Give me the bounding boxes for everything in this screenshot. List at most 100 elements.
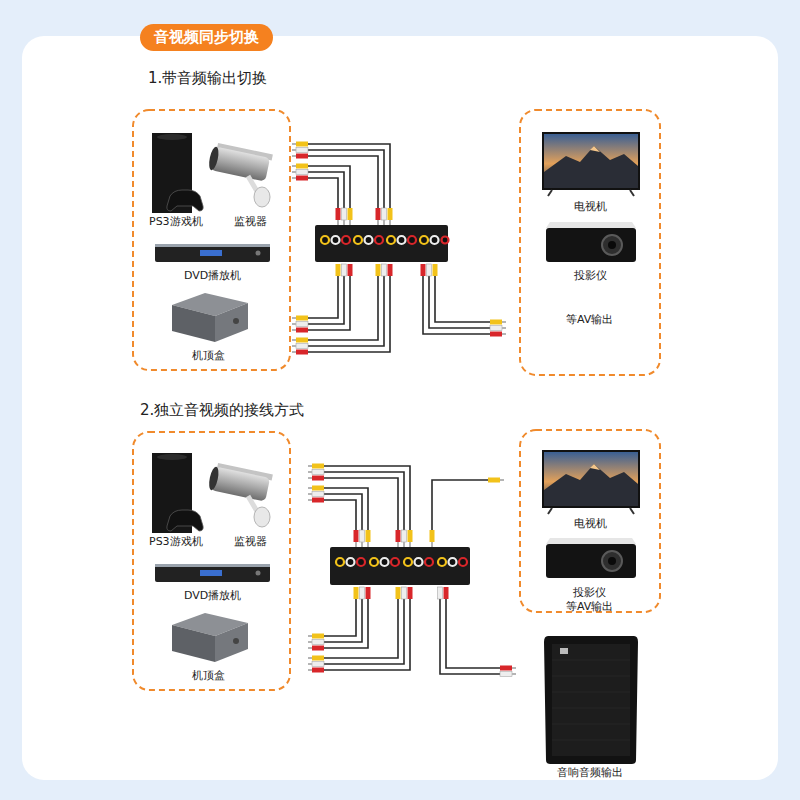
- rca-jacks: [408, 236, 416, 244]
- rca-jacks: [398, 236, 406, 244]
- dashed-group-box: [133, 432, 290, 690]
- rca-plug: [433, 264, 438, 276]
- rca-plug: [308, 465, 312, 467]
- device-name: 电视机: [574, 200, 607, 214]
- rca-plug: [367, 542, 369, 547]
- device-name: 电视机: [574, 517, 607, 531]
- rca-plug: [296, 142, 308, 147]
- av-cable: [308, 144, 390, 208]
- rca-plug: [382, 264, 387, 276]
- rca-plug: [296, 328, 308, 333]
- rca-plug: [292, 171, 296, 173]
- speaker-picture: [544, 636, 638, 764]
- av-cable: [423, 276, 490, 334]
- projector-picture: [546, 222, 636, 262]
- rca-jacks: [336, 558, 344, 566]
- rca-jacks: [415, 558, 423, 566]
- rca-plug: [312, 640, 324, 645]
- rca-plug: [292, 345, 296, 347]
- rca-jacks: [420, 236, 428, 244]
- rca-plug: [366, 530, 371, 542]
- rca-plug: [490, 326, 502, 331]
- rca-plug: [360, 587, 365, 599]
- rca-jacks: [342, 236, 350, 244]
- av-cable: [324, 466, 410, 530]
- rca-plug: [355, 479, 516, 675]
- rca-jacks: [459, 558, 467, 566]
- av-cable: [324, 488, 368, 530]
- switch-box: [315, 225, 448, 262]
- rca-plug: [502, 321, 506, 323]
- rca-plug: [312, 486, 324, 491]
- rca-plug: [296, 176, 308, 181]
- section-heading: 1.带音频输出切换: [148, 68, 267, 88]
- rca-jacks: [431, 236, 439, 244]
- rca-plug: [292, 177, 296, 179]
- rca-jacks: [381, 558, 389, 566]
- output-note: 等AV输出: [566, 313, 613, 327]
- device-label: PS3游戏机: [149, 215, 203, 229]
- device-label: 音响音频输出: [557, 766, 623, 780]
- rca-plug: [377, 220, 379, 225]
- rca-plug: [308, 465, 312, 671]
- device-label: DVD播放机: [184, 589, 241, 603]
- device-name: 等AV输出: [566, 600, 613, 614]
- rca-plug: [292, 149, 296, 151]
- rca-plug: [389, 220, 391, 225]
- av-cable: [440, 599, 500, 674]
- rca-jacks: [365, 236, 373, 244]
- rca-plug: [427, 264, 432, 276]
- rca-plug: [292, 165, 296, 167]
- rca-plug: [488, 478, 500, 483]
- rca-plug: [342, 264, 347, 276]
- tv-picture: [542, 132, 640, 196]
- rca-plug: [490, 320, 502, 325]
- rca-plug: [336, 264, 341, 276]
- rca-plug: [360, 530, 365, 542]
- rca-plug: [402, 587, 407, 599]
- device-name: 机顶盒: [192, 349, 225, 363]
- rca-plug: [388, 264, 393, 276]
- rca-plug: [296, 170, 308, 175]
- device-name: 监视器: [234, 215, 267, 229]
- rca-plug: [308, 499, 312, 501]
- rca-plug: [296, 338, 308, 343]
- rca-plug: [292, 142, 516, 677]
- rca-plug: [430, 530, 435, 542]
- rca-plug: [296, 322, 308, 327]
- rca-plug: [500, 479, 504, 481]
- speaker-picture: [552, 660, 630, 740]
- rca-plug: [308, 647, 312, 649]
- rca-jacks: [321, 236, 329, 244]
- rca-plug: [308, 669, 312, 671]
- rca-jacks: [375, 236, 383, 244]
- rca-plug: [312, 476, 324, 481]
- rca-plug: [366, 587, 371, 599]
- speaker-picture: [560, 648, 568, 654]
- rca-plug: [312, 662, 324, 667]
- device-label: DVD播放机: [184, 269, 241, 283]
- rca-jacks: [438, 558, 446, 566]
- rca-plug: [408, 530, 413, 542]
- rca-plug: [308, 477, 312, 479]
- rca-plug: [308, 635, 312, 637]
- rca-plug: [292, 323, 296, 325]
- device-name: 机顶盒: [192, 669, 225, 683]
- rca-plug: [308, 641, 312, 643]
- tv-picture: [542, 450, 640, 514]
- rca-plug: [296, 316, 308, 321]
- rca-plug: [292, 143, 296, 145]
- rca-jacks: [449, 558, 457, 566]
- rca-jacks: [370, 558, 378, 566]
- device-label: 投影仪: [574, 269, 607, 283]
- dashed-group-box: [133, 110, 660, 690]
- device-label: 电视机: [574, 517, 607, 531]
- rca-plug: [348, 264, 353, 276]
- av-cable: [324, 599, 410, 670]
- rca-plug: [349, 220, 351, 225]
- device-label: 机顶盒: [192, 669, 225, 683]
- av-cable: [308, 276, 390, 352]
- rca-plug: [383, 220, 385, 225]
